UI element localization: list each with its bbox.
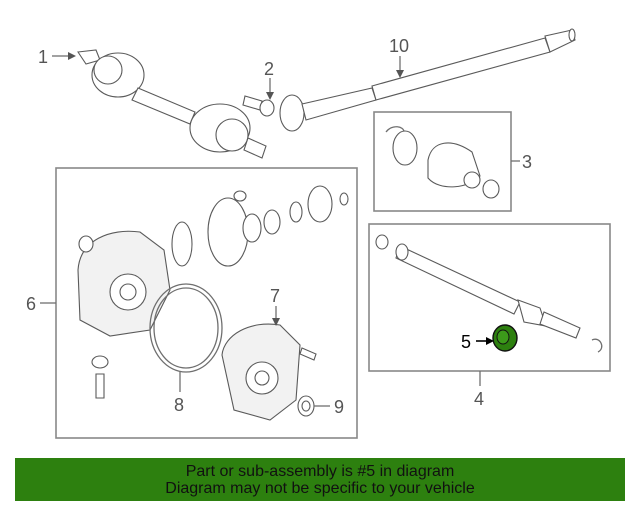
callout-4: 4 (474, 389, 484, 409)
part-5-seal-highlighted[interactable] (492, 324, 518, 352)
callout-3: 3 (522, 152, 532, 172)
part-1-axle-shaft[interactable] (77, 49, 267, 159)
part-9-seal[interactable] (297, 395, 315, 417)
parts-diagram: 1 2 10 3 4 5 6 7 8 9 (26, 28, 611, 439)
box-4-axle-assembly (368, 223, 611, 372)
part-4-inner-axle[interactable] (375, 234, 603, 353)
part-6-differential-housing[interactable] (77, 185, 349, 399)
callout-1: 1 (38, 47, 48, 67)
callout-6: 6 (26, 294, 36, 314)
info-banner: Part or sub-assembly is #5 in diagram Di… (15, 458, 625, 501)
callout-2: 2 (264, 59, 274, 79)
part-7-differential-cover[interactable] (221, 323, 317, 421)
leader-lines (40, 52, 520, 407)
banner-line-2: Diagram may not be specific to your vehi… (165, 479, 475, 497)
part-2-bolt[interactable] (242, 95, 275, 117)
callout-5: 5 (461, 332, 471, 352)
callout-9: 9 (334, 397, 344, 417)
callout-7: 7 (270, 286, 280, 306)
part-3-cv-boot-kit[interactable] (385, 126, 500, 199)
callout-10: 10 (389, 36, 409, 56)
part-8-gasket[interactable] (149, 283, 223, 373)
callout-8: 8 (174, 395, 184, 415)
banner-line-1: Part or sub-assembly is #5 in diagram (185, 462, 455, 480)
part-10-drive-shaft[interactable] (279, 28, 576, 132)
